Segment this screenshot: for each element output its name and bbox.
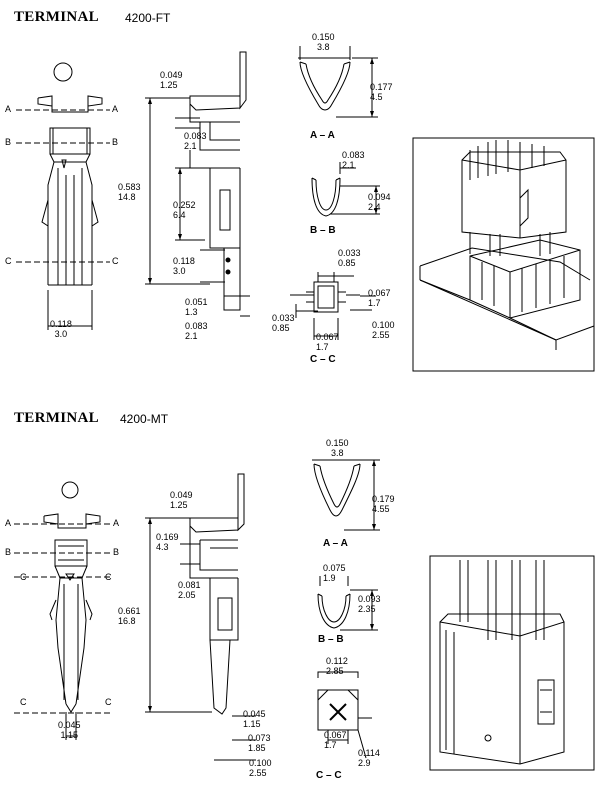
mt-cutline-c2-left: C <box>20 697 27 707</box>
mt-cutline-c-left: C <box>20 572 27 582</box>
ft-section-bb-label: B – B <box>310 225 336 236</box>
mt-part-number: 4200-MT <box>120 412 169 426</box>
mt-cutline-b-left: B <box>5 547 12 557</box>
ft-section-cc-label: C – C <box>310 354 336 365</box>
mt-cutline-a-right: A <box>113 518 120 528</box>
mt-cutline-b-right: B <box>113 547 120 557</box>
ft-cutline-b-right: B <box>112 137 119 147</box>
mt-cutline-c-right: C <box>105 572 112 582</box>
mt-section-bb-shape <box>317 576 378 631</box>
ft-cutline-c-left: C <box>5 256 12 266</box>
mt-cutline-a-left: A <box>5 518 12 528</box>
ft-section-cc-shape <box>290 272 376 340</box>
dimension-arrows <box>148 58 378 712</box>
ft-part-number: 4200-FT <box>125 11 171 25</box>
ft-side-view <box>145 51 250 317</box>
ft-cutline-b-left: B <box>5 137 12 147</box>
mt-side-view <box>145 473 256 761</box>
mt-heading: TERMINAL <box>14 410 99 426</box>
mt-front-view <box>14 481 110 740</box>
mt-section-bb-label: B – B <box>318 634 344 645</box>
ft-front-view <box>16 62 110 330</box>
mt-section-cc-label: C – C <box>316 770 342 781</box>
ft-heading: TERMINAL <box>14 9 99 25</box>
ft-section-aa-shape <box>298 46 378 118</box>
mt-section-aa-label: A – A <box>323 538 348 549</box>
mt-cutline-c2-right: C <box>105 697 112 707</box>
mt-assembly-illustration <box>429 555 595 771</box>
ft-cutline-a-left: A <box>5 104 12 114</box>
ft-section-aa-label: A – A <box>310 130 335 141</box>
mt-section-cc-shape <box>317 671 372 759</box>
ft-cutline-c-right: C <box>112 256 119 266</box>
ft-cutline-a-right: A <box>112 104 119 114</box>
mt-section-aa-shape <box>312 459 380 531</box>
ft-assembly-illustration <box>412 137 595 372</box>
